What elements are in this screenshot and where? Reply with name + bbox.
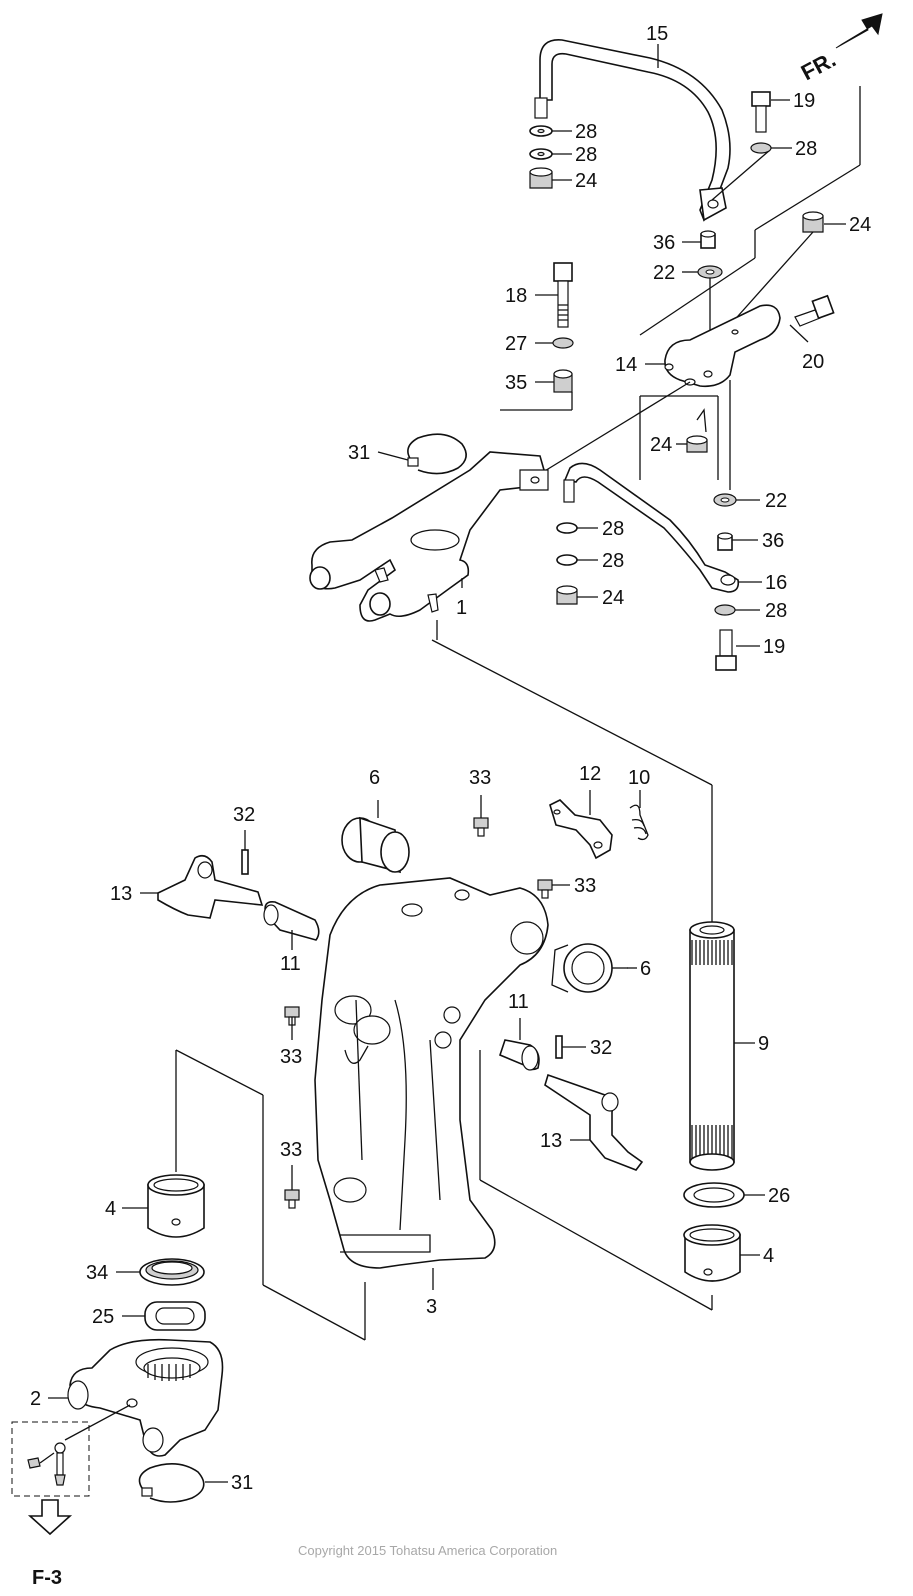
callout-12: 12 bbox=[579, 763, 601, 785]
lower-assembly: F-3 bbox=[11, 790, 745, 1589]
callout-24-c: 24 bbox=[650, 434, 672, 456]
callout-32-left: 32 bbox=[233, 804, 255, 826]
callout-28-e: 28 bbox=[602, 550, 624, 572]
bolt-19b-head bbox=[715, 655, 737, 671]
part-13-tilt-lever-right bbox=[544, 1073, 644, 1171]
callout-6-left: 6 bbox=[369, 767, 380, 789]
part-6-bushing-left bbox=[341, 800, 410, 874]
callout-24-b: 24 bbox=[849, 214, 871, 236]
callout-28-c: 28 bbox=[795, 138, 817, 160]
callout-16: 16 bbox=[765, 572, 787, 594]
callout-2: 2 bbox=[30, 1388, 41, 1410]
callout-22-b: 22 bbox=[765, 490, 787, 512]
callout-4-right: 4 bbox=[763, 1245, 774, 1267]
callout-26: 26 bbox=[768, 1185, 790, 1207]
bolt-18-head bbox=[553, 262, 573, 282]
bolt-20-head bbox=[811, 294, 835, 320]
callout-36-a: 36 bbox=[653, 232, 675, 254]
callout-28-a: 28 bbox=[575, 121, 597, 143]
upper-assembly: FR. bbox=[309, 13, 883, 925]
part-33-screw-b bbox=[537, 879, 553, 899]
reference-arrow-f3: F-3 bbox=[27, 1499, 73, 1589]
part-33-screw-d bbox=[284, 1189, 300, 1209]
washer-28d bbox=[556, 522, 578, 534]
callout-20: 20 bbox=[802, 351, 824, 373]
part-12-stopper-plate bbox=[549, 799, 613, 860]
callout-27: 27 bbox=[505, 333, 527, 355]
callout-24-a: 24 bbox=[575, 170, 597, 192]
bolt-19b-shank bbox=[719, 629, 733, 657]
callout-13-left: 13 bbox=[110, 883, 132, 905]
part-32-pin-left bbox=[241, 849, 249, 875]
callout-10: 10 bbox=[628, 767, 650, 789]
washer-28f bbox=[714, 604, 736, 616]
callout-22-a: 22 bbox=[653, 262, 675, 284]
washer-28e bbox=[556, 554, 578, 566]
callout-35: 35 bbox=[505, 372, 527, 394]
part-15-thread bbox=[534, 97, 548, 119]
callout-36-b: 36 bbox=[762, 530, 784, 552]
callout-33-b: 33 bbox=[574, 875, 596, 897]
callout-25: 25 bbox=[92, 1306, 114, 1328]
part-25-grommet bbox=[144, 1301, 206, 1331]
part-1-boss-right bbox=[369, 592, 391, 616]
callout-33-a: 33 bbox=[469, 767, 491, 789]
callout-15: 15 bbox=[646, 23, 668, 45]
part-34-oil-seal bbox=[139, 1258, 205, 1286]
callout-33-d: 33 bbox=[280, 1139, 302, 1161]
callout-3: 3 bbox=[426, 1296, 437, 1318]
part-10-spring bbox=[629, 804, 649, 841]
callout-11-left: 11 bbox=[280, 953, 301, 975]
callout-labels: 15 19 28 28 28 24 36 24 22 18 20 27 14 3… bbox=[30, 23, 871, 1494]
callout-28-f: 28 bbox=[765, 600, 787, 622]
front-direction-arrow: FR. bbox=[797, 13, 883, 86]
part-1-boss-left bbox=[309, 566, 331, 590]
callout-9: 9 bbox=[758, 1033, 769, 1055]
part-4-bushing-left bbox=[147, 1174, 205, 1238]
ground-parts-box bbox=[11, 1421, 90, 1497]
reference-label-f3: F-3 bbox=[32, 1567, 62, 1589]
callout-13-right: 13 bbox=[540, 1130, 562, 1152]
part-4-bushing-right bbox=[683, 1224, 741, 1282]
callout-31-lower: 31 bbox=[231, 1472, 253, 1494]
copyright-notice: Copyright 2015 Tohatsu America Corporati… bbox=[298, 1543, 557, 1558]
callout-33-c: 33 bbox=[280, 1046, 302, 1068]
part-13-tilt-lever-left bbox=[157, 854, 264, 919]
callout-1: 1 bbox=[456, 597, 467, 619]
callout-28-b: 28 bbox=[575, 144, 597, 166]
part-15-steering-rod bbox=[539, 39, 731, 222]
part-9-steering-shaft bbox=[689, 921, 735, 1171]
part-31-circlip-upper bbox=[407, 433, 467, 475]
part-11-bushing-left bbox=[264, 900, 320, 941]
callout-6-right: 6 bbox=[640, 958, 651, 980]
callout-18: 18 bbox=[505, 285, 527, 307]
part-14-tie-plate bbox=[664, 304, 781, 388]
part-33-screw-a bbox=[473, 817, 489, 837]
front-label: FR. bbox=[797, 47, 840, 86]
callout-32-right: 32 bbox=[590, 1037, 612, 1059]
callout-24-d: 24 bbox=[602, 587, 624, 609]
washer-27 bbox=[552, 337, 574, 349]
bolt-18-shank bbox=[557, 280, 569, 328]
callout-28-d: 28 bbox=[602, 518, 624, 540]
callout-31-upper: 31 bbox=[348, 442, 370, 464]
part-16-steering-link bbox=[563, 462, 740, 593]
callout-11-right: 11 bbox=[508, 991, 529, 1013]
bolt-19-head bbox=[751, 91, 771, 107]
washer-28c bbox=[750, 142, 772, 154]
part-6-bushing-right bbox=[551, 943, 628, 993]
part-32-pin-right bbox=[555, 1035, 563, 1059]
part-31-circlip-lower bbox=[138, 1463, 205, 1503]
callout-14: 14 bbox=[615, 354, 637, 376]
callout-19-bottom: 19 bbox=[763, 636, 785, 658]
callout-19-top: 19 bbox=[793, 90, 815, 112]
callout-4-left: 4 bbox=[105, 1198, 116, 1220]
part-26-thrust-washer bbox=[683, 1182, 745, 1208]
bolt-19-shank bbox=[755, 105, 767, 133]
leader-lines bbox=[48, 44, 846, 1483]
callout-34: 34 bbox=[86, 1262, 108, 1284]
